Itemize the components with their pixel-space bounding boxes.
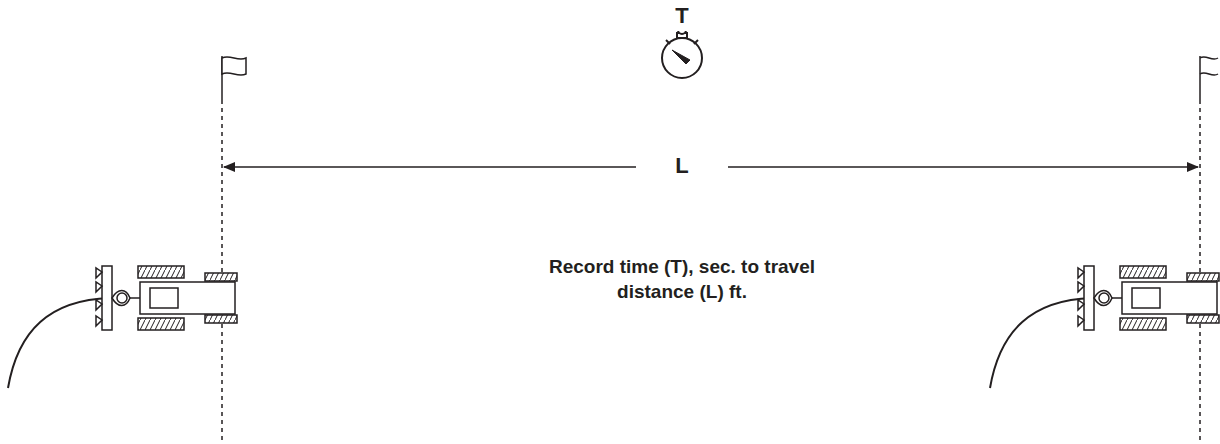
time-symbol: T xyxy=(671,2,692,31)
instruction-note: Record time (T), sec. to travel distance… xyxy=(532,255,832,304)
distance-symbol: L xyxy=(671,152,692,181)
